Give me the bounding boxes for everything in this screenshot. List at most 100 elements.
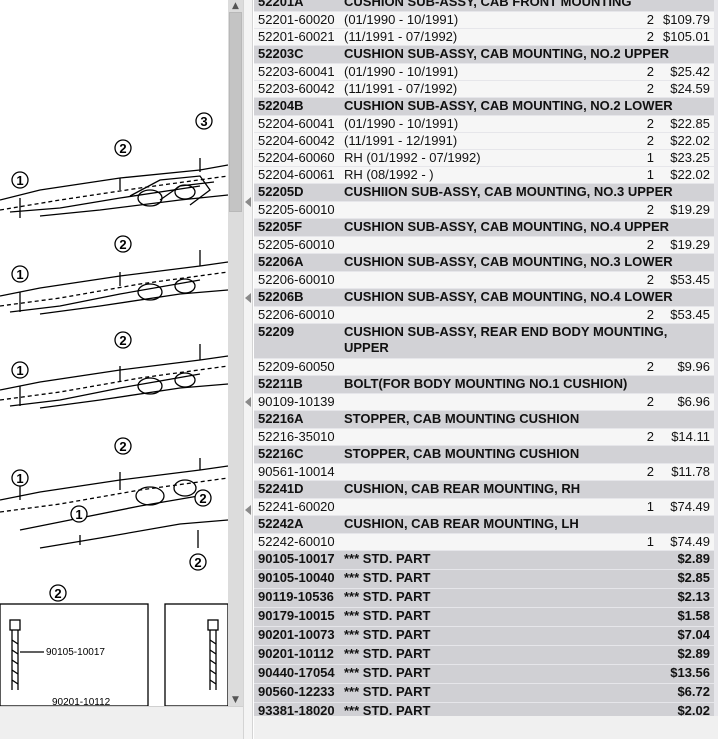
part-description: CUSHION, CAB REAR MOUNTING, LH	[344, 516, 579, 531]
svg-text:1: 1	[16, 471, 23, 486]
part-quantity: 1	[646, 499, 654, 514]
pane-splitter[interactable]	[243, 0, 253, 739]
part-number: 52241D	[258, 481, 304, 496]
scrollbar-thumb[interactable]	[229, 12, 242, 212]
part-number: 52205-60010	[258, 237, 335, 252]
part-price: $22.02	[670, 133, 710, 148]
callout-2[interactable]: 2	[114, 139, 132, 157]
detail-callout[interactable]: 2	[49, 584, 67, 602]
part-quantity: 2	[646, 272, 654, 287]
part-number: 52211B	[258, 376, 303, 391]
part-number: 52204-60061	[258, 167, 335, 182]
part-number: 52209-60050	[258, 359, 335, 374]
part-number: 52241-60020	[258, 499, 335, 514]
part-description: CUSHION SUB-ASSY, CAB MOUNTING, NO.4 LOW…	[344, 289, 673, 304]
part-price: $23.25	[670, 150, 710, 165]
callout-11[interactable]: 2	[194, 489, 212, 507]
part-price: $53.45	[670, 272, 710, 287]
callout-10[interactable]: 1	[70, 505, 88, 523]
part-number: 52204-60042	[258, 133, 335, 148]
part-description: CUSHION SUB-ASSY, CAB MOUNTING, NO.3 LOW…	[344, 254, 673, 269]
part-number: 52216A	[258, 411, 304, 426]
part-price: $109.79	[663, 12, 710, 27]
parts-diagram[interactable]: 1 2 3 1 2 1 2 1 2 1 2 2 2 90105-10017 90…	[0, 0, 228, 706]
std-part-row[interactable]: 90105-10040*** STD. PART$2.85	[254, 570, 714, 588]
part-number-row[interactable]: 52201-60020(01/1990 - 10/1991)2$109.79	[254, 12, 714, 28]
part-description: *** STD. PART	[344, 608, 431, 623]
diagram-vertical-scrollbar[interactable]: ▲ ▼	[228, 0, 243, 706]
splitter-arrow-icon	[245, 505, 251, 515]
scroll-up-arrow-icon[interactable]: ▲	[232, 1, 239, 11]
part-number: 52204-60060	[258, 150, 335, 165]
part-price: $74.49	[670, 499, 710, 514]
part-description: *** STD. PART	[344, 589, 431, 604]
callout-1[interactable]: 1	[11, 171, 29, 189]
std-part-row[interactable]: 90105-10017*** STD. PART$2.89	[254, 551, 714, 569]
part-number-row[interactable]: 52203-60041(01/1990 - 10/1991)2$25.42	[254, 64, 714, 80]
callout-3[interactable]: 3	[195, 112, 213, 130]
svg-text:2: 2	[119, 439, 126, 454]
part-description: *** STD. PART	[344, 627, 431, 642]
std-part-row[interactable]: 90560-12233*** STD. PART$6.72	[254, 684, 714, 702]
part-number-row[interactable]: 52204-60042(11/1991 - 12/1991)2$22.02	[254, 133, 714, 149]
exploded-diagram-svg: 1 2 3 1 2 1 2 1 2 1 2 2 2 90105-10017 90…	[0, 112, 228, 706]
part-price: $2.85	[677, 570, 710, 585]
part-description: *** STD. PART	[344, 703, 431, 718]
std-part-row[interactable]: 90201-10073*** STD. PART$7.04	[254, 627, 714, 645]
splitter-arrow-icon	[245, 293, 251, 303]
callout-5[interactable]: 2	[114, 235, 132, 253]
callout-4[interactable]: 1	[11, 265, 29, 283]
std-part-row[interactable]: 90440-17054*** STD. PART$13.56	[254, 665, 714, 683]
callout-6[interactable]: 1	[11, 361, 29, 379]
detail-box-right	[164, 603, 228, 706]
part-number: 52206-60010	[258, 307, 335, 322]
callout-12[interactable]: 2	[189, 553, 207, 571]
part-price: $2.02	[677, 703, 710, 718]
part-description: (01/1990 - 10/1991)	[344, 116, 459, 131]
part-description: (01/1990 - 10/1991)	[344, 64, 459, 79]
part-number: 52216C	[258, 446, 304, 461]
part-description: (01/1990 - 10/1991)	[344, 12, 459, 27]
scroll-down-arrow-icon[interactable]: ▼	[232, 695, 239, 705]
part-price: $6.96	[677, 394, 710, 409]
part-number-row[interactable]: 52203-60042(11/1991 - 07/1992)2$24.59	[254, 81, 714, 97]
part-number-row[interactable]: 52241-60020 1 $74.49	[254, 499, 714, 515]
callout-9[interactable]: 2	[114, 437, 132, 455]
part-description: CUSHION SUB-ASSY, REAR END BODY MOUNTING…	[344, 324, 668, 355]
part-price: $14.11	[671, 429, 710, 444]
callout-8[interactable]: 1	[11, 469, 29, 487]
callout-7[interactable]: 2	[114, 331, 132, 349]
std-part-row[interactable]: 90179-10015*** STD. PART$1.58	[254, 608, 714, 626]
std-part-row[interactable]: 90119-10536*** STD. PART$2.13	[254, 589, 714, 607]
part-number-row[interactable]: 52201-60021(11/1991 - 07/1992)2$105.01	[254, 29, 714, 45]
part-number-row[interactable]: 52204-60041(01/1990 - 10/1991)2$22.85	[254, 116, 714, 132]
std-part-row[interactable]: 90201-10112*** STD. PART$2.89	[254, 646, 714, 664]
frame-assembly-3	[0, 344, 228, 409]
part-description: RH (01/1992 - 07/1992)	[344, 150, 481, 165]
